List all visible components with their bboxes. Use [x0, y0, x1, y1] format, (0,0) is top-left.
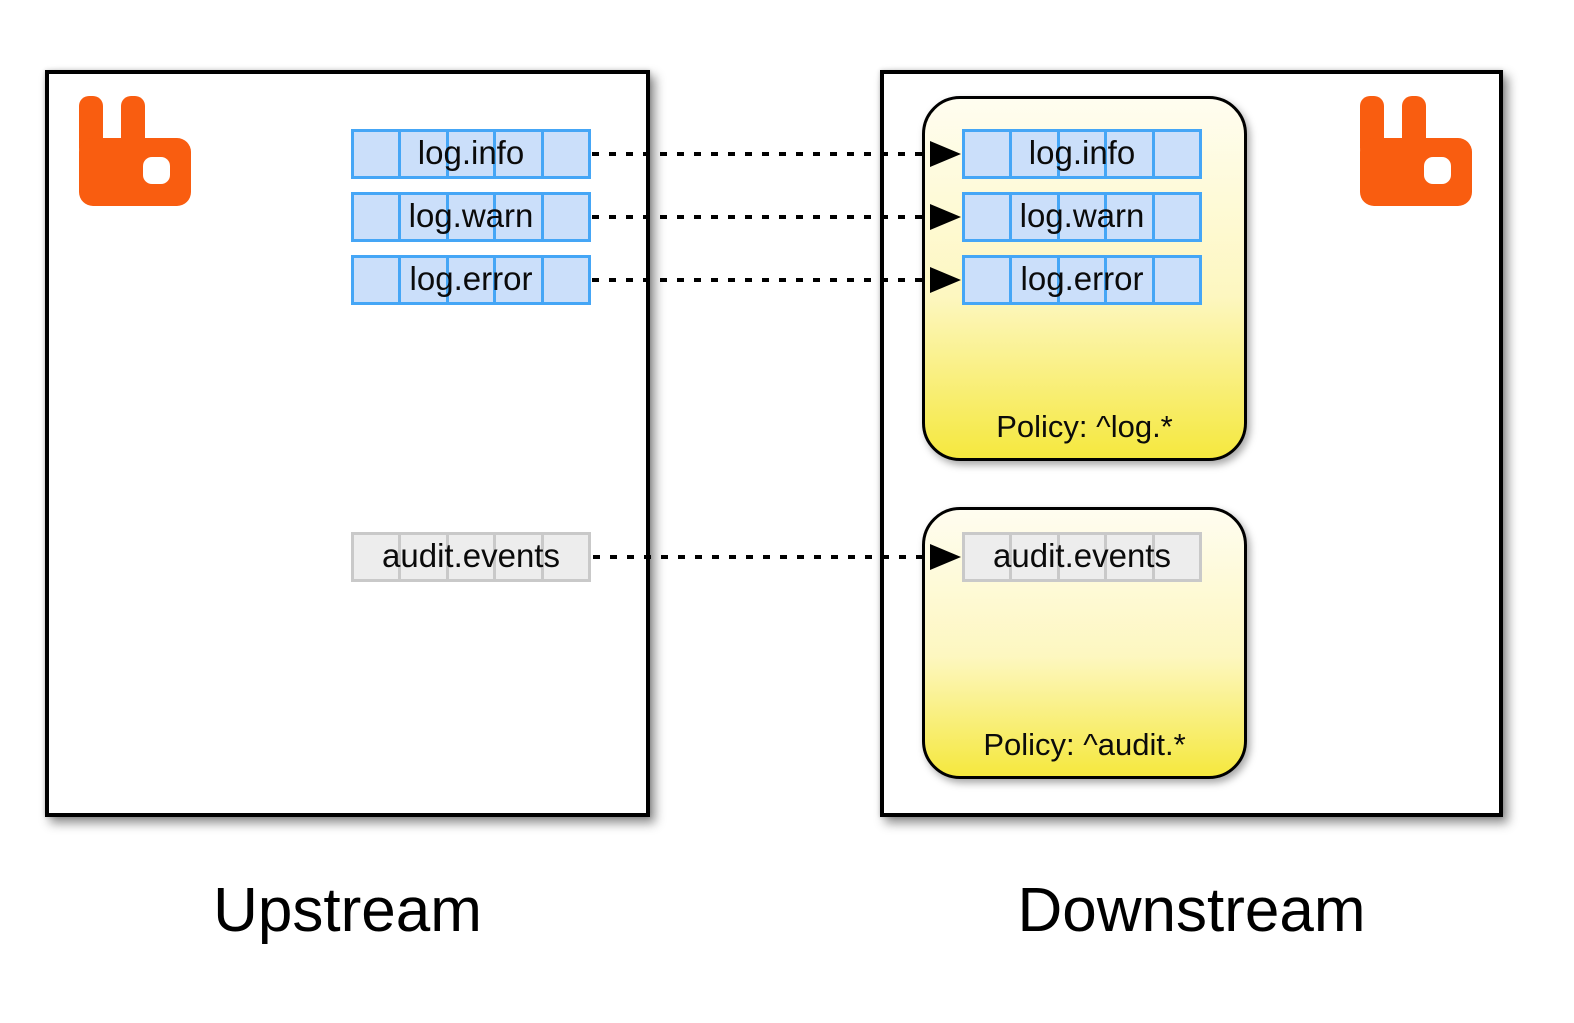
queue-label: log.error: [1020, 260, 1144, 298]
queue-segment: [398, 258, 445, 302]
queue-segment: [445, 132, 493, 176]
queue-segment: [1104, 132, 1151, 176]
upstream-broker-box: log.info log.warn log.error audit.events: [45, 70, 650, 817]
queue-segment: [540, 195, 588, 239]
policy-box-audit: audit.events Policy: ^audit.*: [922, 507, 1247, 779]
queue-segment: [540, 132, 588, 176]
upstream-caption: Upstream: [213, 876, 482, 945]
queue-segment: [1104, 258, 1151, 302]
queue-segment: [493, 195, 540, 239]
queue-segment: [493, 132, 540, 176]
queue-label: log.info: [1028, 134, 1136, 172]
queue-segment: [540, 258, 588, 302]
queue-segment: [1056, 258, 1104, 302]
queue-segment: [445, 195, 493, 239]
queue-segment: [445, 258, 493, 302]
queue-segment: [540, 535, 588, 579]
rabbitmq-logo-icon: [1360, 96, 1472, 206]
upstream-queue-audit-events: audit.events: [351, 532, 591, 582]
queue-label: audit.events: [993, 537, 1171, 575]
queue-label: log.warn: [408, 197, 534, 235]
queue-segment: [1151, 132, 1199, 176]
queue-segment: [398, 132, 445, 176]
queue-segment: [1151, 258, 1199, 302]
downstream-queue-log-error: log.error: [962, 255, 1202, 305]
downstream-queue-log-info: log.info: [962, 129, 1202, 179]
queue-segment: [398, 195, 445, 239]
upstream-queue-log-warn: log.warn: [351, 192, 591, 242]
queue-segment: [1104, 195, 1151, 239]
queue-segment: [1009, 258, 1056, 302]
queue-segment: [1056, 535, 1104, 579]
downstream-caption: Downstream: [1017, 876, 1366, 945]
queue-label: log.warn: [1019, 197, 1145, 235]
policy-label: Policy: ^audit.*: [983, 726, 1186, 762]
queue-segment: [1009, 195, 1056, 239]
queue-segment: [398, 535, 445, 579]
policy-label: Policy: ^log.*: [996, 408, 1173, 444]
queue-segment: [1009, 535, 1056, 579]
queue-segment: [1056, 195, 1104, 239]
downstream-queue-log-warn: log.warn: [962, 192, 1202, 242]
queue-segment: [445, 535, 493, 579]
downstream-broker-box: log.info log.warn log.error Policy: ^log…: [880, 70, 1503, 817]
queue-segment: [1104, 535, 1151, 579]
queue-segment: [1009, 132, 1056, 176]
rabbitmq-logo-icon: [79, 96, 191, 206]
queue-segment: [493, 535, 540, 579]
queue-label: audit.events: [382, 537, 560, 575]
policy-box-log: log.info log.warn log.error Policy: ^log…: [922, 96, 1247, 461]
downstream-queue-audit-events: audit.events: [962, 532, 1202, 582]
queue-label: log.info: [417, 134, 525, 172]
queue-segment: [493, 258, 540, 302]
queue-segment: [1151, 535, 1199, 579]
upstream-queue-log-info: log.info: [351, 129, 591, 179]
queue-segment: [1151, 195, 1199, 239]
queue-segment: [1056, 132, 1104, 176]
upstream-queue-log-error: log.error: [351, 255, 591, 305]
queue-label: log.error: [409, 260, 533, 298]
